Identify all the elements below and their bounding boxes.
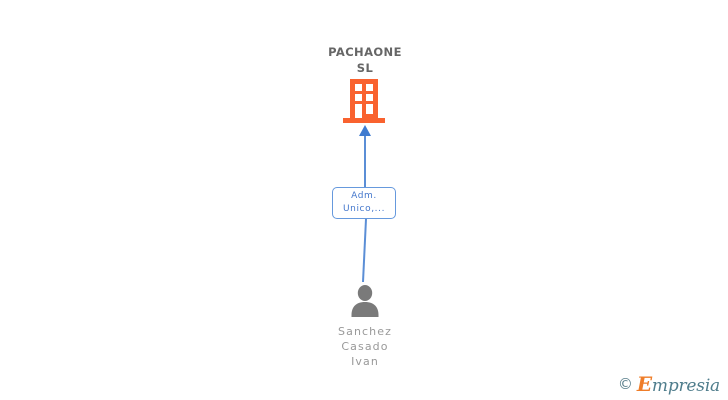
person-name: Sanchez Casado Ivan	[338, 325, 392, 368]
relationship-label-line-2: Unico,...	[342, 204, 386, 214]
company-title: PACHAONE SL	[328, 45, 402, 75]
relationship-connector	[330, 120, 410, 290]
brand-logo: Empresia	[637, 374, 720, 395]
brand-initial: E	[636, 372, 652, 396]
relationship-label-line-1: Adm.	[351, 191, 377, 201]
person-icon[interactable]	[348, 284, 382, 318]
brand-rest: mpresia	[651, 376, 720, 396]
arrow-head-icon	[359, 125, 371, 136]
copyright-icon: ©	[617, 375, 633, 393]
building-icon[interactable]	[341, 79, 387, 124]
relationship-label-box[interactable]: Adm. Unico,...	[332, 187, 396, 219]
watermark: © Empresia	[618, 374, 720, 395]
